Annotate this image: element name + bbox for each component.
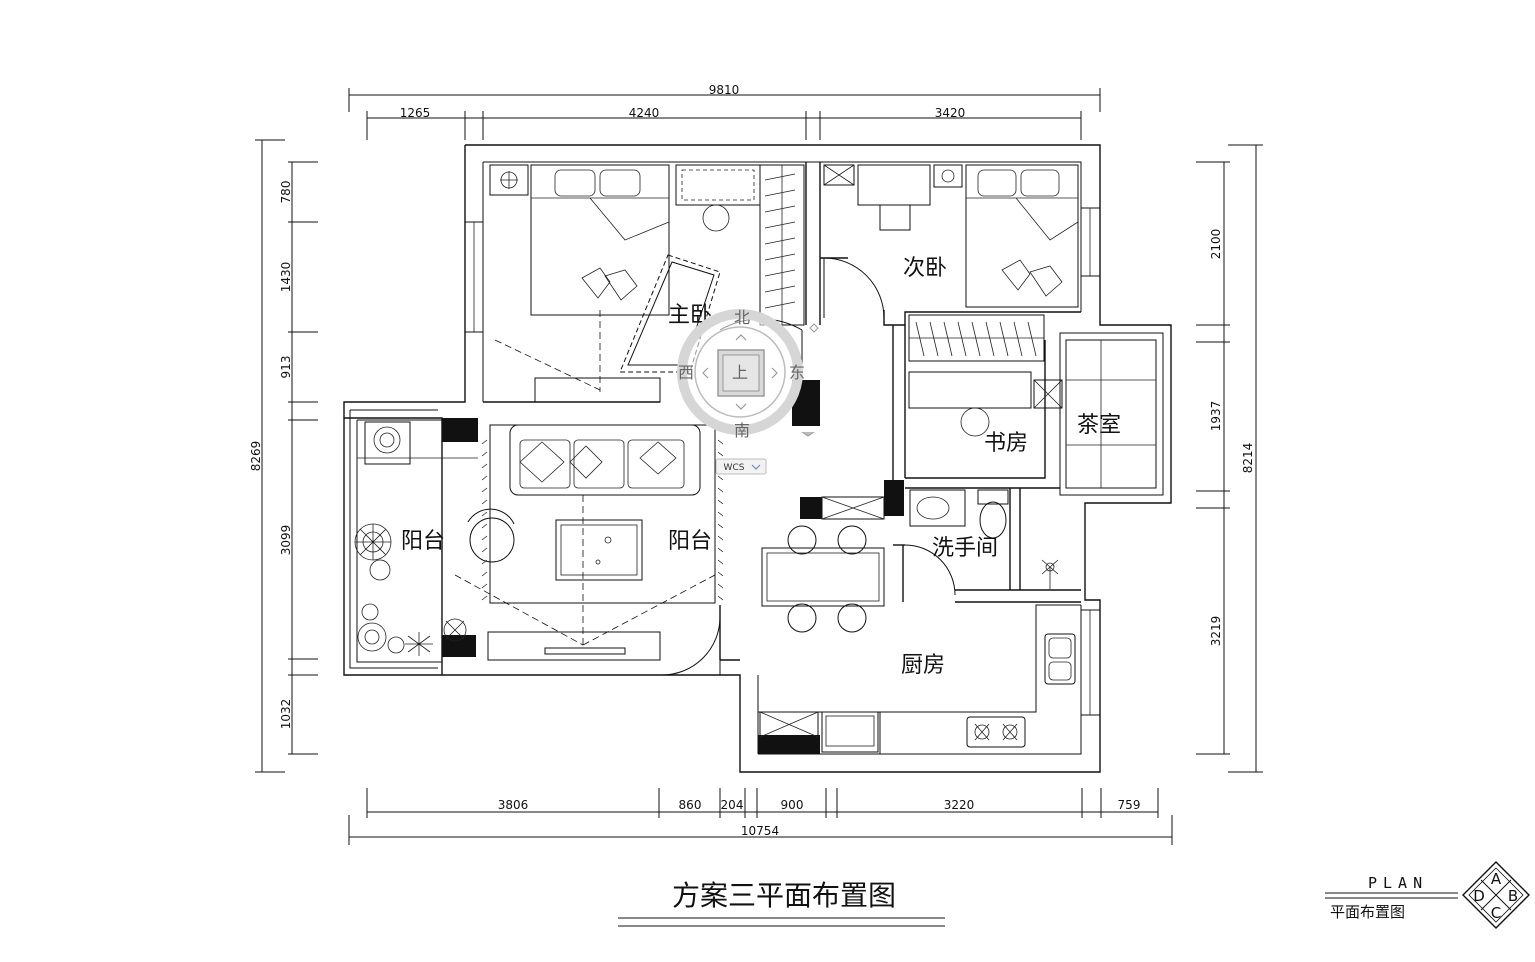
dim-bottom-6: 759 bbox=[1118, 798, 1141, 812]
dim-top-3: 3420 bbox=[935, 106, 966, 120]
nav-north[interactable]: 北 bbox=[734, 308, 750, 327]
plan-stamp: PLAN 平面布置图 A B C D bbox=[1325, 861, 1530, 929]
plan-word: PLAN bbox=[1368, 874, 1428, 892]
nav-south[interactable]: 南 bbox=[734, 421, 750, 440]
dim-left-5: 1032 bbox=[279, 699, 293, 730]
stamp-letter-a: A bbox=[1491, 870, 1502, 888]
drawing-title: 方案三平面布置图 bbox=[618, 879, 945, 927]
dim-right-1: 2100 bbox=[1209, 229, 1223, 260]
doors bbox=[661, 257, 1021, 676]
plants bbox=[354, 523, 467, 656]
room-label-second: 次卧 bbox=[903, 256, 947, 281]
dim-bottom-5: 3220 bbox=[944, 798, 975, 812]
dim-top-2: 4240 bbox=[629, 106, 660, 120]
dim-left-3: 913 bbox=[279, 356, 293, 379]
chevron-down-icon[interactable] bbox=[735, 403, 747, 410]
dim-right-2: 1937 bbox=[1209, 401, 1223, 432]
chevron-up-icon[interactable] bbox=[735, 334, 747, 341]
rotate-icon[interactable] bbox=[809, 323, 819, 333]
chevron-right-icon[interactable] bbox=[771, 367, 778, 379]
dim-bottom-total: 10754 bbox=[741, 824, 779, 838]
dim-top-total: 9810 bbox=[709, 83, 740, 97]
room-label-washroom: 洗手间 bbox=[932, 536, 998, 561]
room-label-balcony-mid: 阳台 bbox=[668, 529, 712, 554]
wcs-label: WCS bbox=[724, 463, 745, 473]
nav-west[interactable]: 西 bbox=[678, 363, 694, 382]
dimension-labels: 9810 1265 4240 3420 10754 3806 860 204 9… bbox=[249, 83, 1255, 838]
stamp-letter-c: C bbox=[1491, 904, 1501, 922]
room-label-balcony-left: 阳台 bbox=[401, 529, 445, 554]
columns bbox=[442, 380, 904, 754]
room-label-kitchen: 厨房 bbox=[901, 653, 945, 678]
stamp-letter-d: D bbox=[1473, 887, 1485, 905]
nav-menu-icon[interactable] bbox=[801, 431, 815, 437]
nav-top-label: 上 bbox=[732, 363, 748, 382]
hangers-study bbox=[915, 321, 1037, 357]
wcs-menu[interactable]: WCS bbox=[715, 458, 767, 475]
dim-bottom-4: 900 bbox=[781, 798, 804, 812]
dim-left-4: 3099 bbox=[279, 525, 293, 556]
room-label-tea: 茶室 bbox=[1077, 413, 1121, 438]
cooktop-burners bbox=[974, 723, 1018, 741]
furniture bbox=[354, 164, 1081, 754]
dimension-lines bbox=[255, 88, 1263, 845]
dim-right-3: 3219 bbox=[1209, 616, 1223, 647]
dim-left-total: 8269 bbox=[249, 441, 263, 472]
view-cube-navigator[interactable]: 上 北 南 东 西 bbox=[677, 308, 819, 440]
dim-bottom-3: 204 bbox=[721, 798, 744, 812]
room-labels: 主卧 次卧 书房 茶室 阳台 阳台 洗手间 厨房 bbox=[401, 256, 1121, 678]
dim-bottom-1: 3806 bbox=[498, 798, 529, 812]
stamp-letter-b: B bbox=[1508, 887, 1518, 905]
drawing-title-text: 方案三平面布置图 bbox=[672, 879, 896, 912]
hangers-master bbox=[764, 173, 796, 309]
nav-east[interactable]: 东 bbox=[789, 363, 805, 382]
chevron-left-icon[interactable] bbox=[702, 367, 709, 379]
dim-left-2: 1430 bbox=[279, 262, 293, 293]
carpet-fringe bbox=[481, 439, 724, 601]
dim-left-1: 780 bbox=[279, 181, 293, 204]
dim-top-1: 1265 bbox=[400, 106, 431, 120]
dim-right-total: 8214 bbox=[1241, 443, 1255, 474]
room-label-study: 书房 bbox=[984, 431, 1028, 456]
plan-label: 平面布置图 bbox=[1330, 903, 1405, 921]
wcs-dropdown-icon bbox=[751, 464, 761, 470]
dim-bottom-2: 860 bbox=[679, 798, 702, 812]
